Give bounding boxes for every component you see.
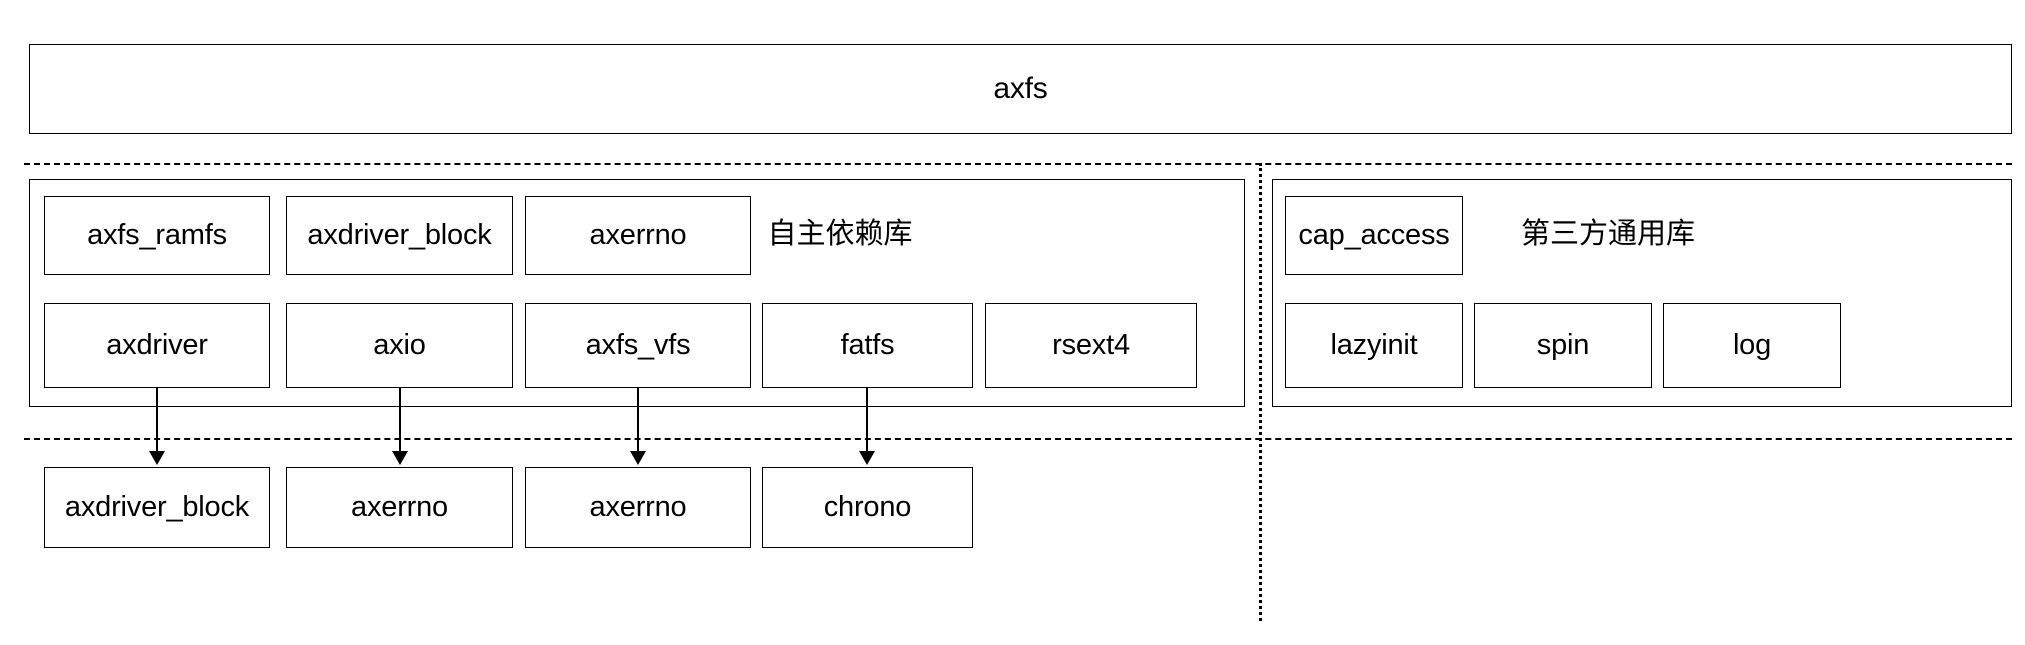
node-cap-access: cap_access — [1285, 196, 1463, 275]
node-axdriver-block-top-label: axdriver_block — [307, 219, 492, 251]
node-axdriver-label: axdriver — [106, 329, 208, 361]
node-fatfs: fatfs — [762, 303, 973, 388]
node-axerrno-bottom-1-label: axerrno — [351, 491, 448, 523]
node-axio: axio — [286, 303, 513, 388]
arrow-head-axdriver-to-axdriver-block — [149, 451, 165, 465]
node-axdriver-block-top: axdriver_block — [286, 196, 513, 275]
arrow-axdriver-to-axdriver-block — [156, 388, 158, 453]
node-axerrno-top-label: axerrno — [589, 219, 687, 251]
node-axfs-vfs: axfs_vfs — [525, 303, 751, 388]
node-axdriver-block-bottom: axdriver_block — [44, 467, 270, 548]
group-self-maintained-deps-caption: 自主依赖库 — [767, 218, 913, 250]
node-lazyinit: lazyinit — [1285, 303, 1463, 388]
node-spin-label: spin — [1536, 329, 1590, 361]
arrow-head-axfs-vfs-to-axerrno — [630, 451, 646, 465]
node-log-label: log — [1732, 329, 1772, 361]
arrow-fatfs-to-chrono — [866, 388, 868, 453]
node-axio-label: axio — [373, 329, 426, 361]
node-axerrno-bottom-2: axerrno — [525, 467, 751, 548]
node-rsext4-label: rsext4 — [1052, 329, 1130, 361]
arrow-head-fatfs-to-chrono — [859, 451, 875, 465]
group-third-party-libs-caption: 第三方通用库 — [1520, 218, 1695, 250]
node-axerrno-top: axerrno — [525, 196, 751, 275]
node-axdriver: axdriver — [44, 303, 270, 388]
dashed-divider-bottom — [24, 438, 2012, 440]
dotted-divider-vertical — [1259, 163, 1262, 621]
node-axerrno-bottom-1: axerrno — [286, 467, 513, 548]
node-axerrno-bottom-2-label: axerrno — [589, 491, 687, 523]
node-fatfs-label: fatfs — [840, 329, 895, 361]
node-cap-access-label: cap_access — [1298, 219, 1450, 251]
node-axfs-ramfs: axfs_ramfs — [44, 196, 270, 275]
node-rsext4: rsext4 — [985, 303, 1197, 388]
node-axfs-label: axfs — [993, 72, 1048, 105]
arrow-axfs-vfs-to-axerrno — [637, 388, 639, 453]
node-axdriver-block-bottom-label: axdriver_block — [64, 491, 250, 523]
node-chrono: chrono — [762, 467, 973, 548]
node-axfs-vfs-label: axfs_vfs — [585, 329, 691, 361]
dashed-divider-top — [24, 163, 2012, 165]
node-chrono-label: chrono — [823, 491, 912, 523]
node-spin: spin — [1474, 303, 1652, 388]
node-lazyinit-label: lazyinit — [1330, 329, 1418, 361]
node-axfs: axfs — [29, 44, 2012, 134]
node-log: log — [1663, 303, 1841, 388]
arrow-axio-to-axerrno — [399, 388, 401, 453]
arrow-head-axio-to-axerrno — [392, 451, 408, 465]
node-axfs-ramfs-label: axfs_ramfs — [87, 219, 227, 251]
